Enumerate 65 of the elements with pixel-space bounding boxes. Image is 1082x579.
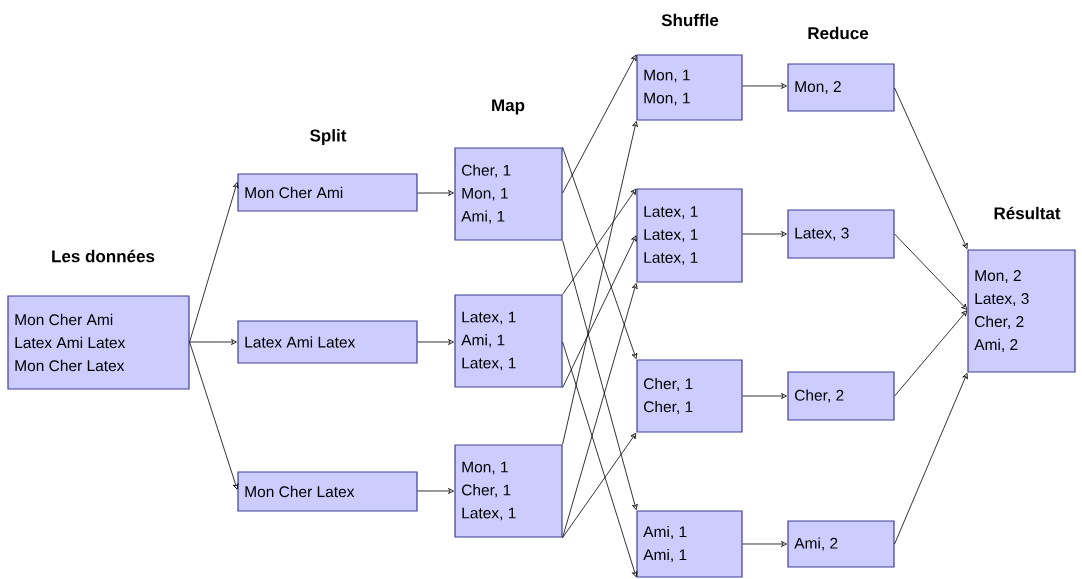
box-text: Ami, 1 Ami, 1 [643, 525, 687, 563]
node-label: Latex, 3 [975, 293, 1029, 306]
data-box [636, 188, 743, 283]
data-box [787, 63, 895, 112]
data-box [636, 510, 743, 578]
data-box [787, 371, 895, 421]
arrow [562, 188, 637, 295]
box-text: Cher, 1 Mon, 1 Ami, 1 [461, 164, 511, 224]
box-text: Latex, 1 Latex, 1 Latex, 1 [644, 206, 698, 265]
data-box [454, 444, 563, 538]
box-text: Mon, 2 [795, 81, 841, 94]
arrow [562, 432, 637, 538]
data-box [454, 147, 563, 241]
arrow [189, 339, 237, 345]
data-box [636, 54, 743, 121]
box-text: Mon, 1 Cher, 1 Latex, 1 [462, 461, 516, 521]
data-box [237, 173, 418, 212]
box-text: Latex Ami Latex [245, 336, 356, 348]
box-text: Mon, 2 Latex, 3 Cher, 2 Ami, 2 [974, 270, 1029, 352]
arrow [562, 54, 637, 194]
arrow [562, 341, 638, 578]
arrow [417, 190, 454, 196]
data-box [237, 320, 418, 364]
box-text: Cher, 1 Cher, 1 [644, 377, 693, 415]
stage-heading: Résultat [994, 206, 1061, 220]
arrow [742, 231, 787, 237]
box-text: Ami, 2 [794, 537, 838, 551]
data-box [7, 295, 190, 390]
data-box [967, 249, 1076, 373]
node-label: Ami, 2 [974, 338, 1018, 352]
arrow [742, 83, 787, 89]
box-text: Mon Cher Latex [245, 485, 355, 498]
arrow [894, 87, 968, 249]
stage-heading: Shuffle [661, 13, 719, 27]
stage-heading: Les données [52, 249, 155, 263]
node-label: Cher, 2 [974, 315, 1024, 329]
arrow [742, 541, 787, 547]
data-box [787, 209, 895, 259]
data-box [787, 520, 895, 568]
arrow [417, 488, 454, 494]
box-text: Cher, 2 [795, 389, 844, 403]
node-label: Mon, 2 [975, 270, 1021, 283]
arrow [742, 393, 787, 399]
arrow [894, 310, 968, 397]
stage-heading: Map [492, 99, 525, 115]
arrow [562, 235, 637, 388]
box-text: Latex, 3 [795, 227, 849, 241]
data-box [636, 359, 743, 433]
arrow [894, 233, 968, 310]
stage-heading: Split [310, 129, 347, 145]
arrow [562, 121, 638, 445]
arrow [562, 283, 638, 538]
box-text: Mon Cher Ami Latex Ami Latex Mon Cher Latex [15, 313, 126, 372]
box-text: Mon Cher Ami [245, 186, 343, 199]
arrow [189, 341, 239, 490]
data-box [454, 294, 563, 388]
box-text: Latex, 1 Ami, 1 Latex, 1 [461, 311, 516, 371]
arrow [189, 182, 239, 343]
arrow [894, 373, 968, 545]
box-text: Mon, 1 Mon, 1 [644, 69, 690, 106]
stage-heading: Reduce [808, 26, 869, 40]
arrow [562, 240, 638, 510]
arrow [562, 147, 638, 359]
arrow [417, 339, 454, 345]
data-box [237, 471, 418, 512]
